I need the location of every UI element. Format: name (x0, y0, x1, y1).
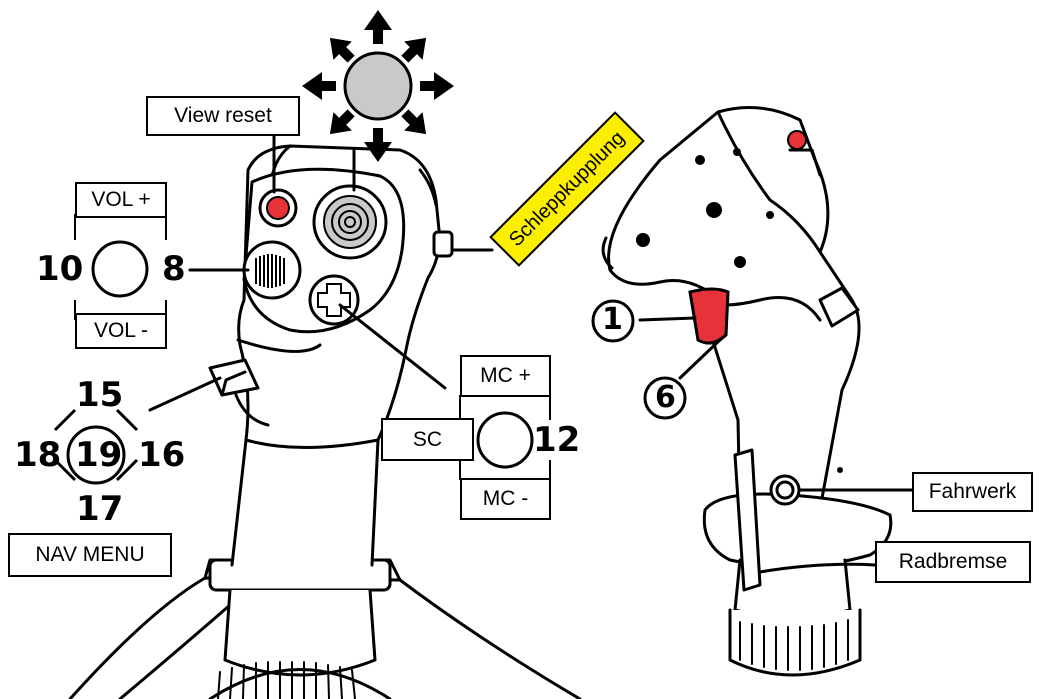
vol-widget (74, 214, 167, 320)
cross-dpad-icon (308, 274, 360, 326)
hat-switch (312, 184, 388, 260)
button-number-10: 10 (36, 249, 84, 289)
button-number-19: 19 (75, 435, 123, 475)
view-reset-label: View reset (146, 96, 300, 136)
button-number-16: 16 (138, 435, 186, 475)
button-number-17: 17 (76, 489, 124, 529)
eight-way-arrows-icon (302, 10, 454, 162)
leader-lines (148, 130, 914, 574)
fahrwerk-label: Fahrwerk (912, 472, 1033, 512)
right-stick (601, 106, 893, 677)
button-8 (242, 240, 302, 300)
button-number-8: 8 (162, 249, 186, 289)
button-number-6: 6 (655, 380, 676, 415)
button-number-12: 12 (533, 420, 581, 460)
right-stick-dots (636, 148, 843, 473)
vol-minus-label: VOL - (75, 313, 167, 349)
view-reset-button (266, 196, 290, 220)
mc-minus-label: MC - (460, 478, 551, 520)
radbremse-label: Radbremse (875, 541, 1031, 583)
sc-label: SC (381, 418, 474, 461)
vol-plus-label: VOL + (75, 182, 167, 218)
mc-widget (459, 395, 551, 480)
button-number-18: 18 (14, 435, 62, 475)
red-top-button (787, 130, 807, 150)
button-number-1: 1 (602, 302, 623, 337)
nav-widget (53, 408, 139, 485)
left-stick-base (68, 558, 582, 699)
callout-1-circle (591, 299, 635, 343)
red-trigger (688, 287, 730, 345)
callout-6-circle (643, 376, 687, 420)
mc-plus-label: MC + (460, 355, 551, 397)
nav-menu-label: NAV MENU (8, 533, 172, 577)
button-number-15: 15 (76, 375, 124, 415)
